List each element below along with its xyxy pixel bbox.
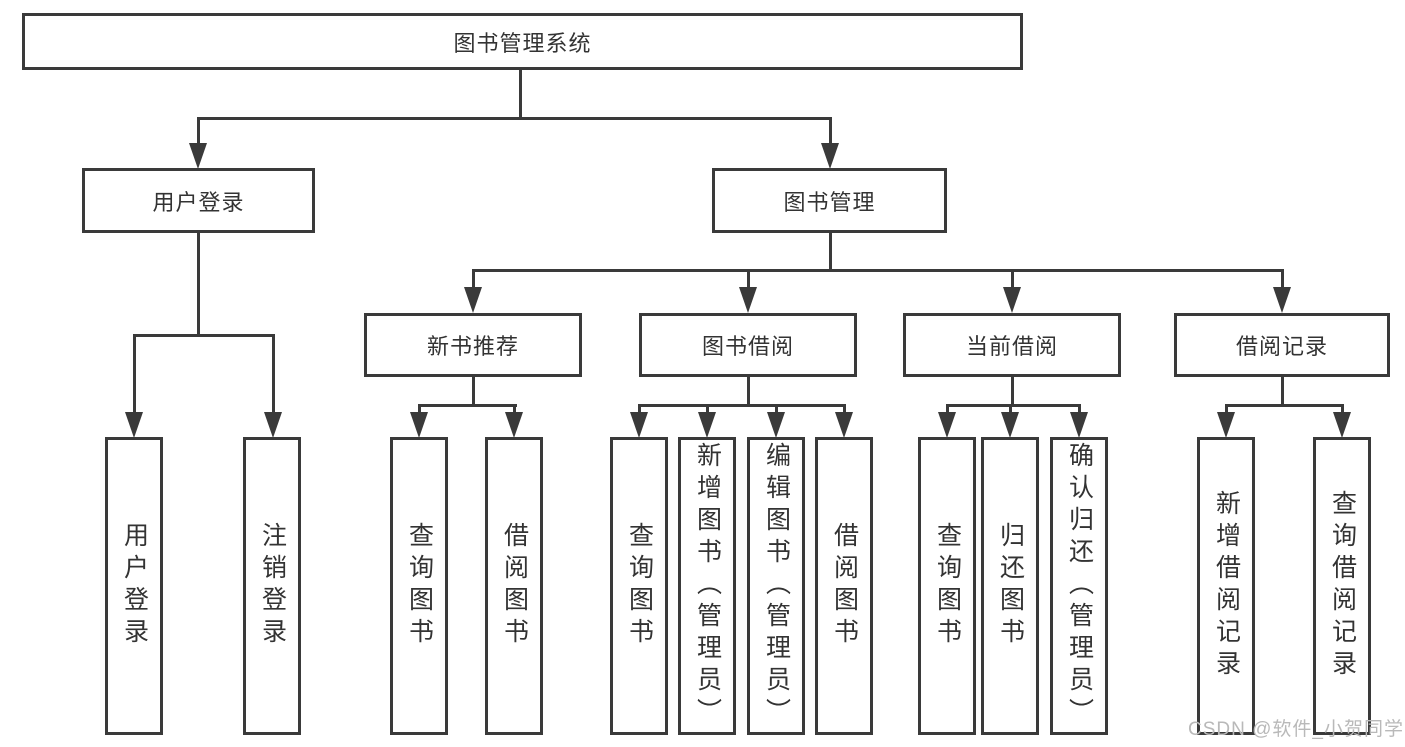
arrow-down-icon (835, 412, 853, 438)
node-label: 借阅图书 (500, 522, 529, 650)
node-new-book-recommend: 新书推荐 (364, 313, 582, 377)
node-query-borrow-record: 查询借阅记录 (1313, 437, 1371, 735)
node-label: 图书借阅 (701, 334, 794, 359)
node-label: 查询借阅记录 (1328, 490, 1357, 682)
node-label: 归还图书 (996, 522, 1025, 650)
node-logout-action: 注销登录 (243, 437, 301, 735)
connector-leaf (1078, 404, 1081, 414)
connector-user-login-stem (197, 233, 200, 337)
node-label: 借阅图书 (830, 522, 859, 650)
connector-root-stem (519, 69, 522, 120)
node-label: 新增图书（管理员） (693, 442, 722, 730)
connector-leaf (418, 404, 421, 414)
arrow-down-icon (821, 143, 839, 169)
connector-leaf (1225, 404, 1228, 414)
node-user-login: 用户登录 (82, 168, 315, 233)
connector-root-branch (197, 117, 832, 120)
node-book-management: 图书管理 (712, 168, 947, 233)
node-library-management-system: 图书管理系统 (22, 13, 1023, 70)
arrow-down-icon (938, 412, 956, 438)
node-label: 当前借阅 (965, 334, 1058, 359)
node-label: 新书推荐 (426, 334, 519, 359)
node-return-books: 归还图书 (981, 437, 1039, 735)
node-borrow-books-recommend: 借阅图书 (485, 437, 543, 735)
connector-leaf (946, 404, 949, 414)
connector-recommend-stem (472, 377, 475, 406)
connector-to-login-leaf (133, 334, 136, 415)
connector-to-logout-leaf (272, 334, 275, 415)
connector-borrow-branch (638, 404, 846, 407)
node-label: 用户登录 (120, 522, 149, 650)
node-label: 图书管理 (783, 189, 876, 215)
connector-book-management-stem (829, 233, 832, 272)
node-borrow-books-action: 借阅图书 (815, 437, 873, 735)
node-label: 注销登录 (258, 522, 287, 650)
node-user-login-action: 用户登录 (105, 437, 163, 735)
node-label: 确认归还（管理员） (1065, 442, 1094, 730)
connector-records-branch (1225, 404, 1344, 407)
arrow-down-icon (1333, 412, 1351, 438)
node-label: 编辑图书（管理员） (762, 442, 791, 730)
arrow-down-icon (767, 412, 785, 438)
arrow-down-icon (1217, 412, 1235, 438)
connector-borrow-stem (747, 377, 750, 406)
arrow-down-icon (739, 287, 757, 313)
node-current-borrow: 当前借阅 (903, 313, 1121, 377)
connector-leaf (1341, 404, 1344, 414)
connector-book-management-branch (472, 269, 1284, 272)
arrow-down-icon (1001, 412, 1019, 438)
node-label: 图书管理系统 (453, 30, 592, 56)
connector-to-new-book-recommend (472, 269, 475, 289)
node-add-books-admin: 新增图书（管理员） (678, 437, 736, 735)
arrow-down-icon (264, 412, 282, 438)
arrow-down-icon (698, 412, 716, 438)
arrow-down-icon (630, 412, 648, 438)
node-label: 借阅记录 (1235, 334, 1328, 359)
arrow-down-icon (410, 412, 428, 438)
connector-leaf (706, 404, 709, 414)
connector-to-book-borrow (747, 269, 750, 289)
connector-current-branch (946, 404, 1081, 407)
connector-leaf (775, 404, 778, 414)
node-label: 新增借阅记录 (1212, 490, 1241, 682)
node-label: 查询图书 (933, 522, 962, 650)
node-query-books-current: 查询图书 (918, 437, 976, 735)
node-add-borrow-record: 新增借阅记录 (1197, 437, 1255, 735)
arrow-down-icon (189, 143, 207, 169)
connector-leaf (638, 404, 641, 414)
arrow-down-icon (125, 412, 143, 438)
connector-leaf (1009, 404, 1012, 414)
node-label: 查询图书 (405, 522, 434, 650)
csdn-watermark: CSDN @软件_小贺同学 (1188, 719, 1404, 740)
connector-to-book-management (829, 117, 832, 145)
connector-leaf (513, 404, 516, 414)
node-confirm-return-admin: 确认归还（管理员） (1050, 437, 1108, 735)
connector-leaf (843, 404, 846, 414)
node-query-books-recommend: 查询图书 (390, 437, 448, 735)
node-edit-books-admin: 编辑图书（管理员） (747, 437, 805, 735)
node-label: 用户登录 (152, 189, 245, 215)
connector-records-stem (1281, 377, 1284, 406)
node-label: 查询图书 (625, 522, 654, 650)
node-query-books-borrow: 查询图书 (610, 437, 668, 735)
arrow-down-icon (1273, 287, 1291, 313)
arrow-down-icon (1070, 412, 1088, 438)
connector-to-borrow-records (1281, 269, 1284, 289)
connector-to-user-login (197, 117, 200, 145)
connector-recommend-branch (418, 404, 517, 407)
connector-user-login-branch (133, 334, 275, 337)
node-borrow-records: 借阅记录 (1174, 313, 1390, 377)
arrow-down-icon (1003, 287, 1021, 313)
node-book-borrow: 图书借阅 (639, 313, 857, 377)
connector-current-stem (1011, 377, 1014, 406)
connector-to-current-borrow (1011, 269, 1014, 289)
arrow-down-icon (505, 412, 523, 438)
arrow-down-icon (464, 287, 482, 313)
